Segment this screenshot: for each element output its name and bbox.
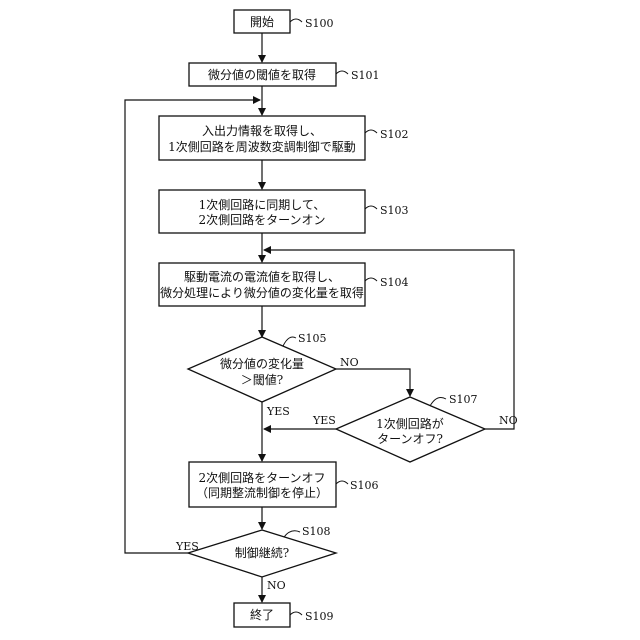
label-s105-yes: YES bbox=[266, 405, 290, 418]
step-label-s102: S102 bbox=[380, 128, 409, 141]
node-s107-line2: ターンオフ? bbox=[377, 432, 443, 446]
node-end: 終了 S109 bbox=[234, 603, 334, 627]
node-end-text: 終了 bbox=[250, 607, 274, 622]
node-s104-line2: 微分処理により微分値の変化量を取得 bbox=[160, 285, 364, 300]
node-s107-line1: 1次側回路が bbox=[376, 416, 444, 431]
label-s107-no: NO bbox=[499, 414, 518, 427]
node-s103: 1次側回路に同期して、 2次側回路をターンオン S103 bbox=[159, 190, 409, 233]
node-s104-line1: 駆動電流の電流値を取得し、 bbox=[184, 269, 340, 284]
step-label-s104: S104 bbox=[380, 276, 409, 289]
label-s107-yes: YES bbox=[312, 414, 336, 427]
label-s105-no: NO bbox=[340, 356, 359, 369]
step-label-s105: S105 bbox=[298, 332, 327, 345]
node-s105-line2: ＞閾値? bbox=[241, 372, 283, 387]
node-s101-text: 微分値の閾値を取得 bbox=[208, 67, 316, 82]
edge-s105-no-s107 bbox=[336, 369, 410, 396]
node-start: 開始 S100 bbox=[234, 10, 334, 33]
node-s106-line1: 2次側回路をターンオフ bbox=[198, 470, 325, 485]
step-label-s101: S101 bbox=[351, 69, 380, 82]
node-s102: 入出力情報を取得し、 1次側回路を周波数変調制御で駆動 S102 bbox=[159, 116, 409, 160]
label-s108-yes: YES bbox=[175, 540, 199, 553]
node-s105-line1: 微分値の変化量 bbox=[220, 356, 304, 371]
node-s108-text: 制御継続? bbox=[235, 545, 289, 560]
node-start-text: 開始 bbox=[250, 15, 274, 29]
node-s106: 2次側回路をターンオフ （同期整流制御を停止） S106 bbox=[189, 462, 379, 507]
node-s102-line2: 1次側回路を周波数変調制御で駆動 bbox=[168, 139, 356, 154]
node-s101: 微分値の閾値を取得 S101 bbox=[189, 63, 380, 86]
step-label-s106: S106 bbox=[350, 479, 379, 492]
node-s108: 制御継続? S108 bbox=[188, 525, 336, 577]
step-label-s100: S100 bbox=[305, 17, 334, 30]
step-label-s108: S108 bbox=[302, 525, 331, 538]
node-s107: 1次側回路が ターンオフ? S107 bbox=[336, 393, 485, 462]
node-s106-line2: （同期整流制御を停止） bbox=[196, 485, 328, 500]
step-label-s109: S109 bbox=[305, 610, 334, 623]
node-s105: 微分値の変化量 ＞閾値? S105 bbox=[188, 332, 336, 402]
step-label-s103: S103 bbox=[380, 204, 409, 217]
node-s103-line1: 1次側回路に同期して、 bbox=[199, 197, 326, 212]
node-s103-line2: 2次側回路をターンオン bbox=[198, 212, 325, 227]
node-s102-line1: 入出力情報を取得し、 bbox=[202, 123, 322, 138]
node-s104: 駆動電流の電流値を取得し、 微分処理により微分値の変化量を取得 S104 bbox=[159, 263, 409, 306]
label-s108-no: NO bbox=[267, 579, 286, 592]
step-label-s107: S107 bbox=[449, 393, 478, 406]
